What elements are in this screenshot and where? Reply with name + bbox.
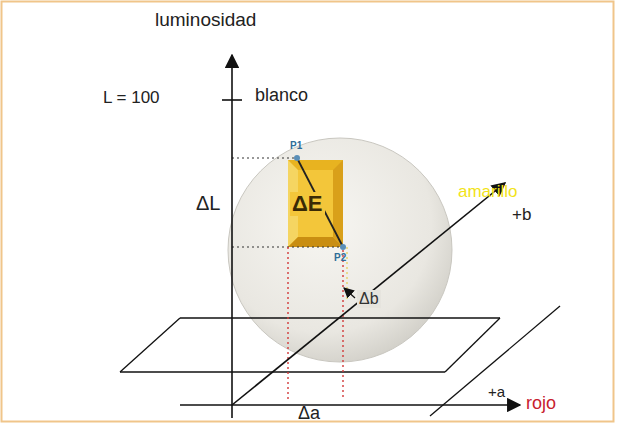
color-name: rojo — [526, 394, 556, 414]
point-p1 — [294, 155, 300, 161]
point-p2 — [340, 244, 346, 250]
l-axis — [231, 55, 233, 418]
b-axis — [232, 183, 505, 405]
a-guides — [288, 247, 343, 400]
delta-box — [288, 160, 343, 247]
scale-value: L = 100 — [103, 89, 160, 108]
l-tick — [222, 99, 242, 101]
delta-label: Δa — [298, 404, 320, 424]
delta-label: ΔL — [196, 192, 220, 214]
point-label: P1 — [290, 140, 302, 151]
delta-label: Δb — [357, 290, 381, 308]
ab-plane — [120, 306, 560, 416]
a-axis — [180, 404, 520, 406]
axis-label: +a — [486, 384, 507, 401]
color-sphere — [228, 138, 452, 362]
delta-b-pointer — [344, 288, 355, 298]
color-name: blanco — [255, 86, 308, 106]
axis-title: luminosidad — [155, 10, 256, 31]
b-guide — [346, 247, 347, 300]
axis-label: +b — [512, 206, 531, 225]
guide-lines — [232, 158, 343, 247]
frame — [2, 2, 614, 422]
color-name: amarillo — [458, 183, 518, 202]
delta-label: ΔE — [290, 192, 325, 216]
point-label: P2 — [334, 252, 346, 263]
